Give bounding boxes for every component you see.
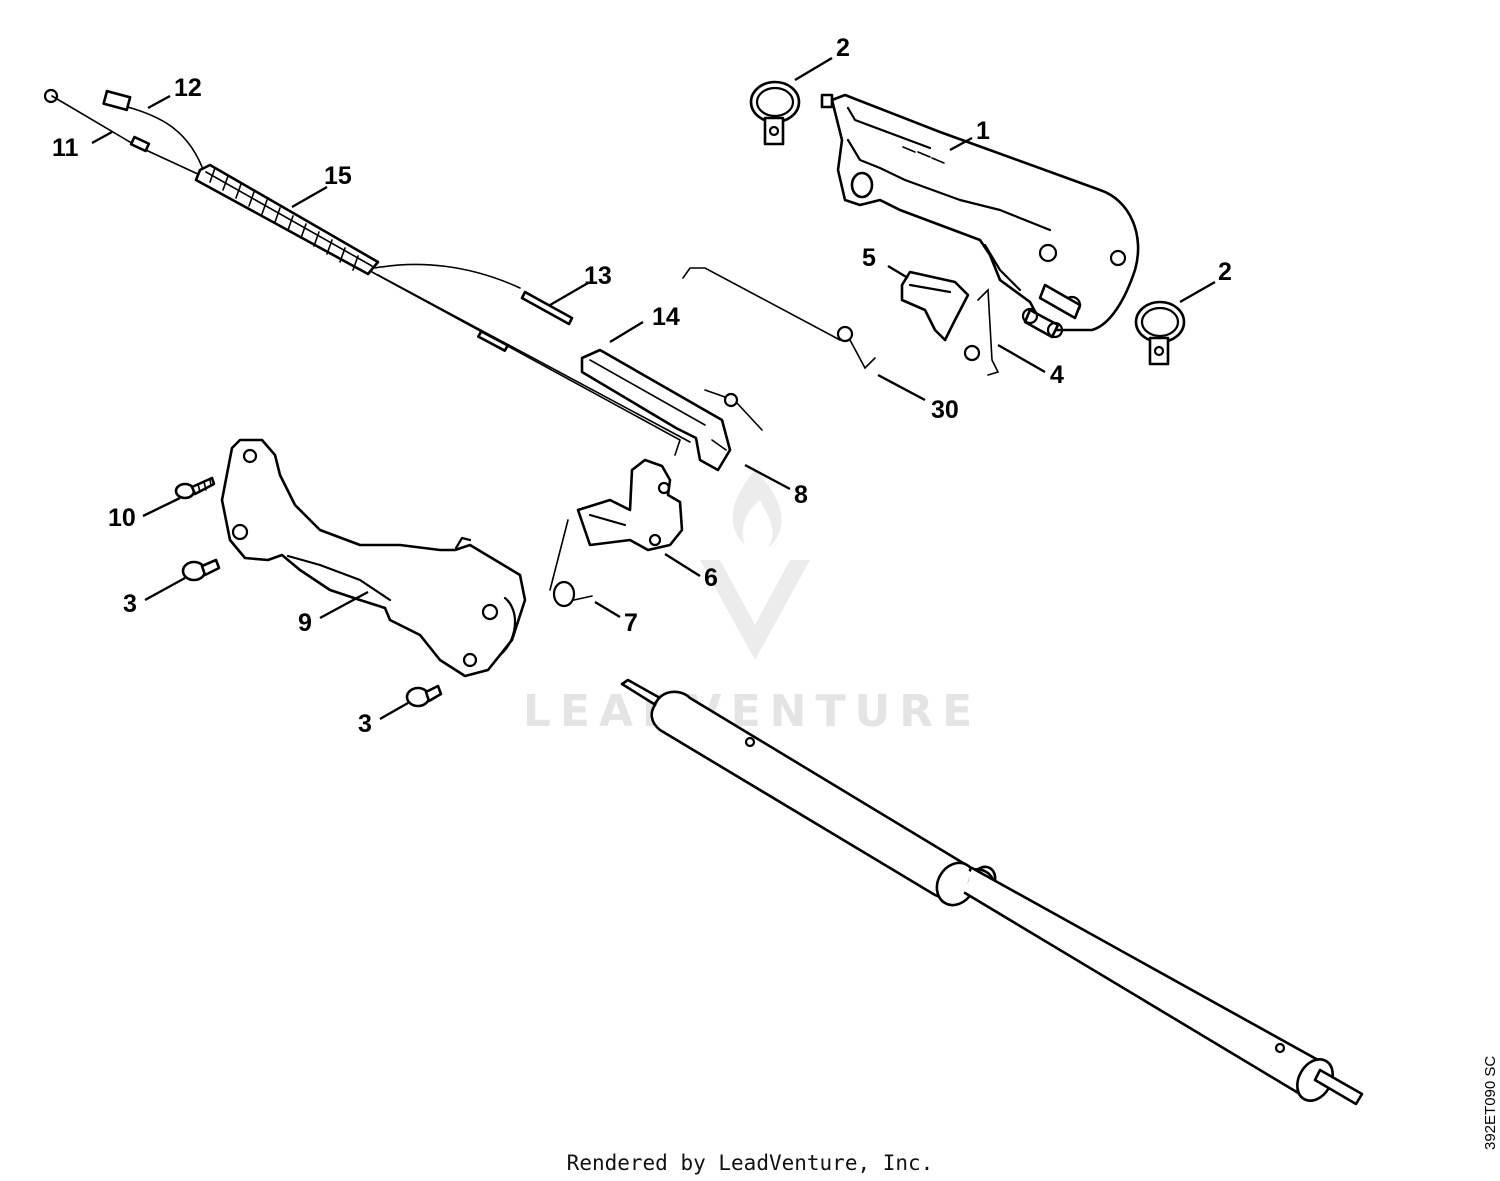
part-9-handle-housing-lower	[220, 438, 527, 678]
drawing-code: 392ET090 SC	[1482, 1056, 1499, 1150]
drive-tube	[620, 678, 1364, 1106]
callout-9: 9	[298, 609, 312, 637]
callout-11: 11	[52, 134, 79, 162]
part-3-screw-lower	[405, 684, 443, 708]
callout-2-upper: 2	[836, 34, 850, 62]
part-8-trigger-spring	[704, 389, 763, 431]
part-7-spring	[549, 519, 593, 608]
callout-1: 1	[976, 117, 990, 145]
part-30-throttle-rod	[682, 267, 876, 370]
watermark-text: LEADVENTURE	[523, 686, 981, 737]
callout-10: 10	[108, 504, 136, 532]
callout-3-lower: 3	[358, 710, 372, 738]
part-4-lock-spring	[963, 288, 1000, 376]
callout-12: 12	[174, 74, 202, 102]
callout-2-lower: 2	[1218, 258, 1232, 286]
callout-3-upper: 3	[123, 590, 137, 618]
part-14-throttle-trigger	[580, 348, 732, 472]
callout-30: 30	[931, 396, 959, 424]
callout-14: 14	[652, 303, 680, 331]
part-10-screw	[174, 476, 216, 500]
part-15-wiring-harness	[43, 88, 691, 456]
leader-lines	[91, 56, 1216, 721]
footer-credit: Rendered by LeadVenture, Inc.	[567, 1151, 934, 1175]
watermark-logo	[700, 470, 810, 660]
callout-15: 15	[324, 162, 352, 190]
part-2-clamp-upper	[749, 80, 801, 146]
callout-4: 4	[1050, 361, 1064, 389]
part-2-clamp-lower	[1134, 300, 1186, 366]
part-6-stop-switch	[576, 458, 684, 552]
callout-6: 6	[704, 564, 718, 592]
part-3-screw-upper	[181, 558, 221, 582]
part-13-pin	[520, 290, 574, 326]
callout-7: 7	[624, 609, 638, 637]
callout-8: 8	[794, 481, 808, 509]
callout-13: 13	[584, 262, 612, 290]
part-1-handle-housing-upper	[820, 93, 1140, 339]
part-5-lock-button	[900, 270, 970, 342]
callout-5: 5	[862, 244, 876, 272]
